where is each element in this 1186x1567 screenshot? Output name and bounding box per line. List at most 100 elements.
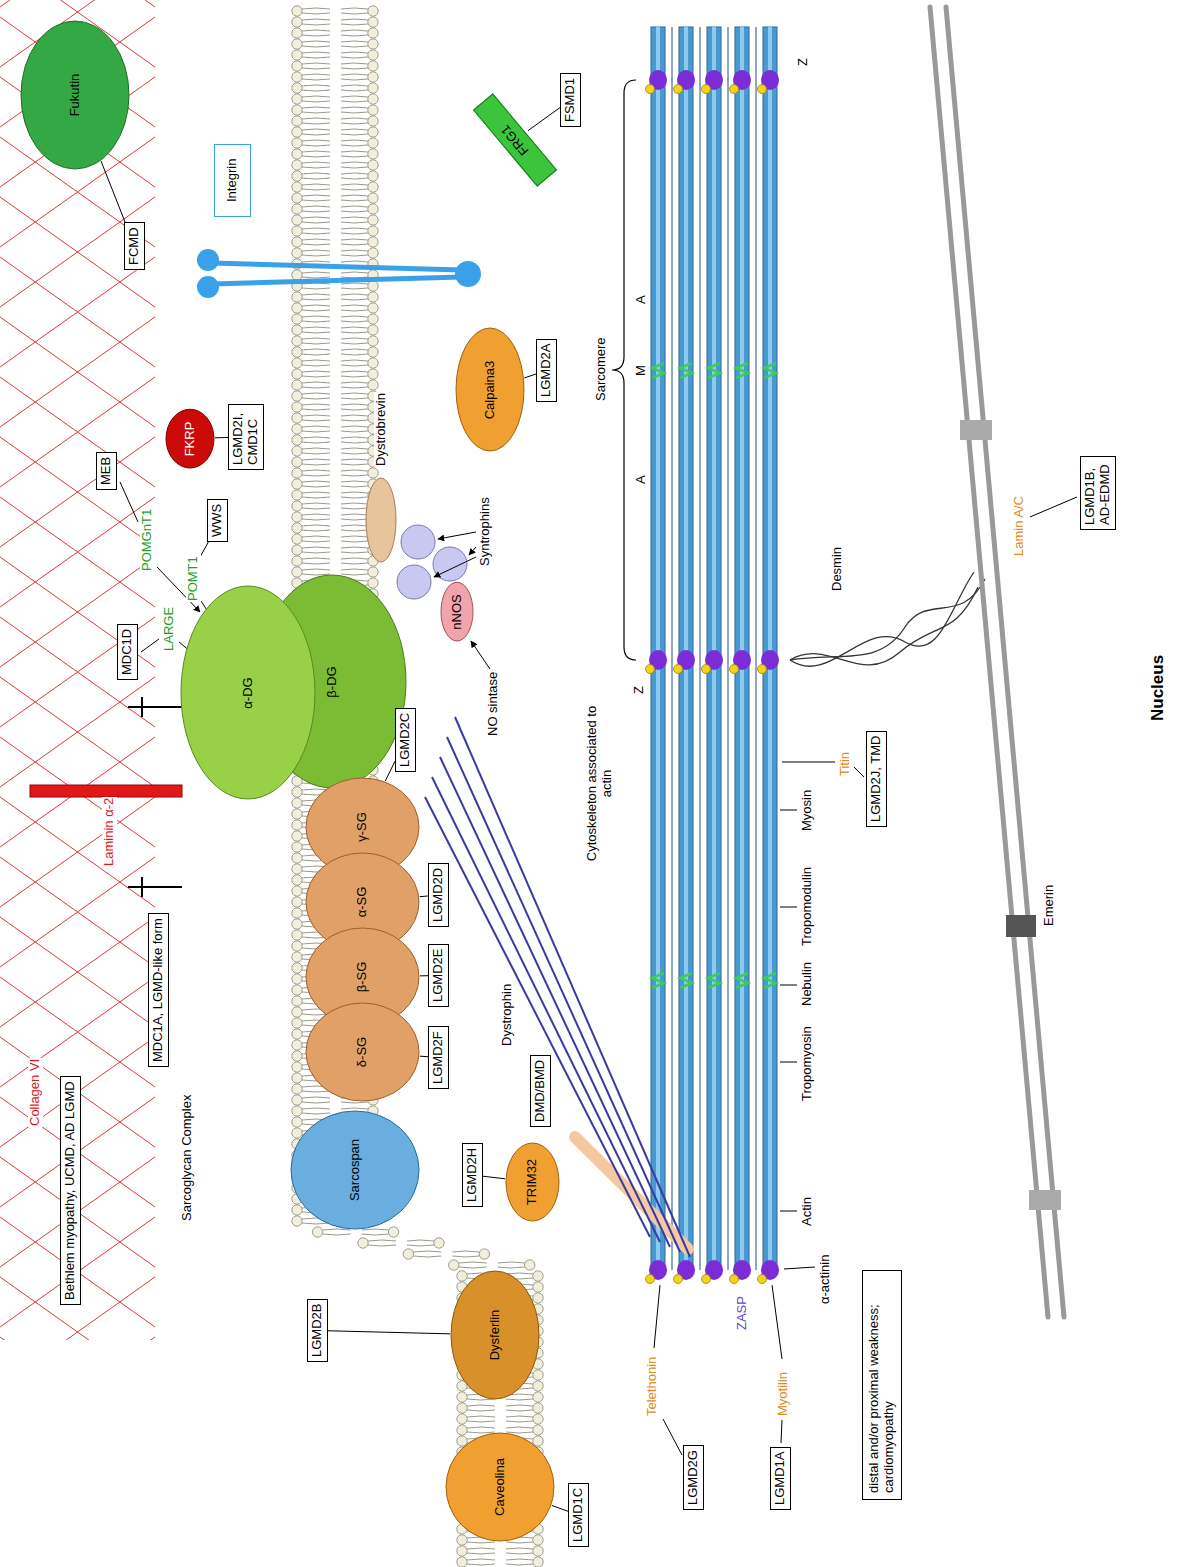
protein-ellipse: Sarcospan [290,1110,420,1230]
part-label: M [634,364,649,377]
lipid-head [292,17,302,27]
node-text: δ-SG [355,1037,370,1067]
desmin-strand [790,587,978,665]
lipid-head [403,1249,413,1259]
lipid-tail [341,360,368,366]
lipid-tail [302,129,330,135]
lipid-head [292,930,302,940]
leader-line [854,767,864,777]
filament-highlight [656,27,660,1270]
lipid-tail [341,558,368,564]
lipid-head [292,380,302,390]
lipid-head [292,875,302,885]
part-label: Z [632,685,647,695]
lipid-head [292,1051,302,1061]
titin-mark [736,363,748,378]
laminin [30,697,182,897]
leader-line [780,985,797,986]
lipid-head [368,160,378,170]
lipid-head [368,127,378,137]
envelope-membrane [946,7,1064,1317]
lipid-tail [302,8,330,14]
lipid-tail [341,503,368,509]
protein-ellipse: Calpaina3 [455,328,525,453]
lipid-tail [341,327,368,333]
part-label: Z [796,57,811,67]
lipid-head [457,1535,467,1545]
node-text: Bethlem myopathy, UCMD, AD LGMD [63,1081,78,1300]
disease-box: LGMD2H [462,1143,483,1207]
laminin-arm [128,886,182,888]
collagen-fiber [0,857,155,967]
lipid-tail [341,173,368,179]
lipid-tail [362,1229,389,1235]
lipid-tail [341,96,368,102]
collagen-fiber [0,917,155,1027]
node-text: MDC1A, LGMD-like form [151,918,166,1062]
lipid-tail [302,74,330,80]
disease-box: LGMD2J, TMD [866,731,887,827]
lipid-tail [467,1548,495,1554]
lipid-tail [302,184,330,190]
lipid-head [292,446,302,456]
lipid-head [292,1106,302,1116]
lipid-head [368,281,378,291]
generated-illustration [0,0,779,1567]
lipid-tail [302,63,330,69]
lipid-head [292,512,302,522]
lipid-head [368,94,378,104]
lipid-head [292,325,302,335]
leader-line [784,1267,815,1269]
thick-filament [735,27,749,1270]
collagen-fiber [0,257,155,367]
lipid-tail [341,536,368,542]
titin-mark [680,363,692,378]
lipid-tail [341,107,368,113]
disease-box: LGMD2D [428,863,449,927]
lipid-tail [341,371,368,377]
leader-connector [524,374,536,378]
lipid-tail [302,492,330,498]
z-disk-protein [758,85,767,94]
lipid-head [292,116,302,126]
lipid-head [368,468,378,478]
lipid-head [368,248,378,258]
lipid-head [292,160,302,170]
collagen-fiber [0,1337,155,1340]
lipid-head [292,248,302,258]
leader-arrow [471,641,490,669]
dystrophin-rod [447,737,680,1252]
node-text: Integrin [225,159,240,202]
lipid-head [292,424,302,434]
lipid-head [368,226,378,236]
lipid-head [292,138,302,148]
leader-line [120,482,138,522]
filament-highlight [712,27,716,1270]
lipid-head [292,820,302,830]
lipid-head [533,1546,543,1556]
lipid-head [292,479,302,489]
integrin-chain [212,263,462,270]
part-label: LARGE [162,606,177,652]
sarcomere [646,27,780,1284]
thick-filament [651,27,665,1270]
leader-arrow [469,547,476,555]
lipid-head [368,292,378,302]
disease-box: LGMD2E [428,944,449,1007]
collagen-fiber [0,317,155,427]
lipid-tail [302,272,330,278]
z-disk-protein [674,1275,683,1284]
collagen-fiber [0,197,155,307]
filament-highlight [684,27,688,1270]
disease-box: MDC1A, LGMD-like form [148,913,169,1067]
nuclear-envelope [930,7,1064,1317]
node-text: LGMD2C [398,713,413,767]
lipid-head [368,61,378,71]
dystrophin-rod [440,757,670,1247]
lipid-head [292,1084,302,1094]
disease-box: LGMD2B [307,1299,328,1362]
protein-rect: FRG1 [473,93,557,186]
part-label: Nucleus [1148,654,1168,722]
lipid-tail [302,514,330,520]
disease-box: FSMD1 [560,73,581,127]
